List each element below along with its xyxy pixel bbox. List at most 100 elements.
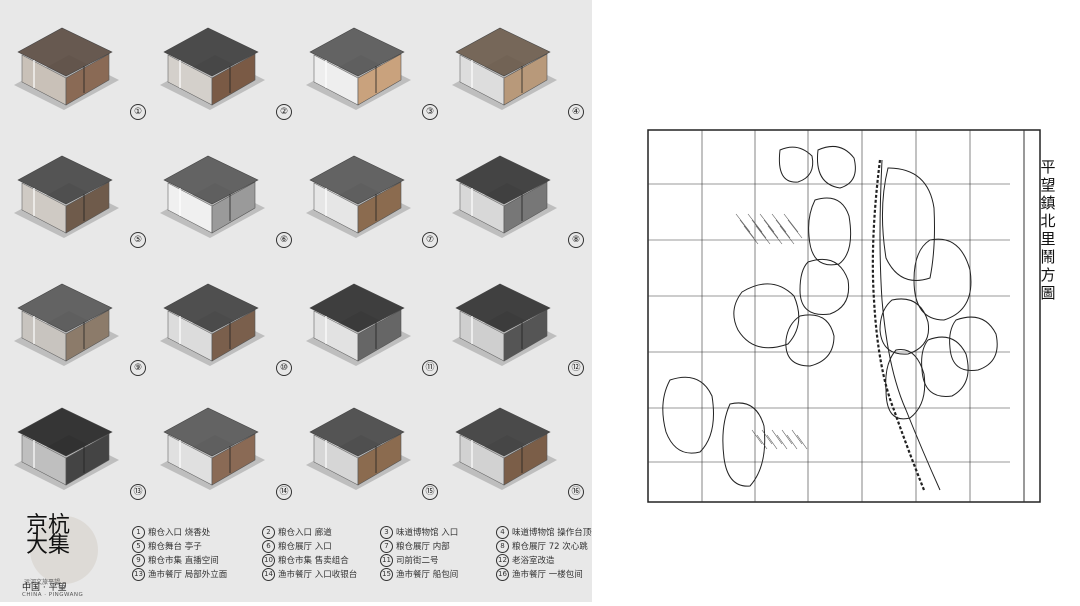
building-sketch bbox=[14, 155, 119, 238]
legend-number: 10 bbox=[262, 554, 275, 567]
marsh-hatch bbox=[771, 213, 787, 233]
building-sketch bbox=[14, 27, 119, 110]
marsh-hatch bbox=[743, 225, 759, 245]
map-region-outline bbox=[885, 349, 926, 420]
view-number: ③ bbox=[422, 104, 438, 120]
logo bbox=[14, 512, 114, 602]
map-region-outline bbox=[879, 298, 930, 355]
building-sketch bbox=[452, 283, 557, 366]
marsh-hatch bbox=[796, 434, 808, 450]
view-number: ⑤ bbox=[130, 232, 146, 248]
legend-text: 粮仓展厅 内部 bbox=[396, 542, 450, 552]
map-region-outline bbox=[949, 316, 998, 372]
marsh-hatch bbox=[763, 219, 779, 239]
axonometric-view-4: ④ bbox=[442, 0, 588, 128]
legend-text: 粮仓市集 直播空间 bbox=[148, 556, 219, 566]
legend-number: 12 bbox=[496, 554, 509, 567]
map-region-outline bbox=[921, 336, 969, 397]
view-number: ⑬ bbox=[130, 484, 146, 500]
axonometric-view-3: ③ bbox=[296, 0, 442, 128]
legend-text: 司前街二号 bbox=[396, 556, 439, 566]
marsh-hatch bbox=[751, 219, 767, 239]
marsh-hatch bbox=[756, 434, 768, 450]
legend-text: 粮仓舞台 亭子 bbox=[148, 542, 202, 552]
building-sketch bbox=[452, 407, 557, 490]
map-region-outline bbox=[778, 146, 814, 183]
view-number: ⑫ bbox=[568, 360, 584, 376]
view-number: ④ bbox=[568, 104, 584, 120]
legend-text: 味道博物馆 操作台顶部 bbox=[512, 528, 600, 538]
map-region-outline bbox=[816, 145, 856, 189]
building-sketch bbox=[14, 407, 119, 490]
logo-characters: 京杭 大集 bbox=[26, 513, 71, 558]
axonometric-view-9: ⑨ bbox=[4, 256, 150, 384]
view-number: ⑮ bbox=[422, 484, 438, 500]
legend-number: 11 bbox=[380, 554, 393, 567]
building-sketch bbox=[306, 283, 411, 366]
building-sketch bbox=[306, 407, 411, 490]
legend-number: 8 bbox=[496, 540, 509, 553]
marsh-hatch bbox=[747, 213, 763, 233]
axonometric-view-2: ② bbox=[150, 0, 296, 128]
legend-number: 4 bbox=[496, 526, 509, 539]
map-title: 平望鎮北里鬧方圖 bbox=[1040, 158, 1056, 302]
map-border bbox=[647, 129, 1041, 503]
building-sketch bbox=[306, 27, 411, 110]
legend-text: 渔市餐厅 局部外立面 bbox=[148, 570, 228, 580]
building-sketch bbox=[160, 27, 265, 110]
marsh-hatch bbox=[759, 213, 775, 233]
legend-text: 粮仓入口 烧香处 bbox=[148, 528, 211, 538]
legend-number: 9 bbox=[132, 554, 145, 567]
legend-text: 渔市餐厅 一楼包间 bbox=[512, 570, 583, 580]
axonometric-view-1: ① bbox=[4, 0, 150, 128]
legend-text: 粮仓市集 售卖组合 bbox=[278, 556, 349, 566]
marsh-hatch bbox=[739, 219, 755, 239]
legend-text: 粮仓展厅 入口 bbox=[278, 542, 332, 552]
map-region-outline bbox=[662, 376, 714, 454]
axonometric-view-11: ⑪ bbox=[296, 256, 442, 384]
legend-number: 3 bbox=[380, 526, 393, 539]
legend-number: 2 bbox=[262, 526, 275, 539]
map-region-outline bbox=[799, 258, 850, 315]
legend-text: 粮仓展厅 72 次心跳 bbox=[512, 542, 588, 552]
marsh-hatch bbox=[775, 219, 791, 239]
view-number: ⑥ bbox=[276, 232, 292, 248]
map-region-outline bbox=[913, 238, 972, 321]
legend-text: 老浴室改造 bbox=[512, 556, 555, 566]
legend-number: 5 bbox=[132, 540, 145, 553]
canal-bank bbox=[879, 159, 941, 491]
axonometric-view-16: ⑯ bbox=[442, 380, 588, 508]
marsh-hatch bbox=[755, 225, 771, 245]
map-region-outline bbox=[881, 167, 935, 281]
map-region-outline bbox=[733, 283, 800, 349]
axonometric-view-6: ⑥ bbox=[150, 128, 296, 256]
logo-place-en: CHINA · PINGWANG bbox=[22, 592, 84, 598]
legend-number: 14 bbox=[262, 568, 275, 581]
map-region-outline bbox=[785, 314, 835, 367]
axonometric-view-14: ⑭ bbox=[150, 380, 296, 508]
view-number: ⑪ bbox=[422, 360, 438, 376]
axonometric-view-8: ⑧ bbox=[442, 128, 588, 256]
marsh-hatch bbox=[791, 429, 803, 445]
legend-number: 13 bbox=[132, 568, 145, 581]
building-sketch bbox=[452, 155, 557, 238]
map-region-outline bbox=[722, 402, 766, 487]
marsh-hatch bbox=[751, 429, 763, 445]
axonometric-drawings-panel: ① ② ③ ④ bbox=[0, 0, 592, 602]
marsh-hatch bbox=[781, 429, 793, 445]
building-sketch bbox=[306, 155, 411, 238]
marsh-hatch bbox=[776, 434, 788, 450]
marsh-hatch bbox=[761, 429, 773, 445]
marsh-hatch bbox=[735, 213, 751, 233]
view-number: ⑩ bbox=[276, 360, 292, 376]
canal-line bbox=[871, 159, 926, 491]
